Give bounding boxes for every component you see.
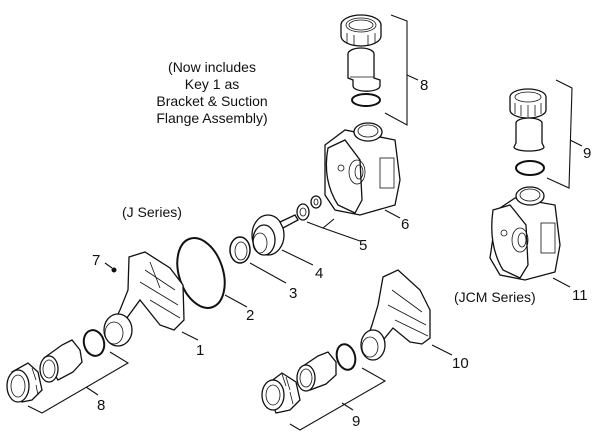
tailpiece-right	[513, 117, 545, 152]
jcm-series-label: (JCM Series)	[454, 289, 536, 305]
callout-3: 3	[289, 285, 297, 302]
callout-1: 1	[196, 342, 204, 359]
callout-9-bottom: 9	[352, 413, 360, 430]
bracket-8-top	[384, 14, 419, 126]
tailpiece-bottom-center	[296, 351, 337, 392]
callout-8-bottom: 8	[97, 397, 105, 414]
impeller-4	[251, 214, 299, 256]
callout-4: 4	[315, 265, 323, 282]
callout-5: 5	[359, 237, 367, 254]
callout-2: 2	[246, 307, 254, 324]
callout-10: 10	[452, 355, 469, 372]
kit-note-line-1: (Now includes	[168, 59, 256, 75]
o-ring-2	[176, 237, 226, 309]
o-ring-bottom-center	[335, 343, 357, 371]
union-nut-bottom-center	[261, 372, 301, 414]
kit-note-line-4: Flange Assembly)	[156, 110, 267, 126]
bracket-assembly-1	[103, 251, 185, 347]
kit-note: (Now includes Key 1 as Bracket & Suction…	[156, 59, 267, 126]
o-ring-bottom-left	[82, 329, 106, 357]
pump-housing-6	[324, 122, 401, 216]
union-nut-right	[509, 88, 547, 119]
shaft-seal-5	[296, 195, 322, 221]
j-series-label: (J Series)	[122, 204, 182, 220]
bracket-9-right	[546, 79, 583, 189]
screw-7	[111, 267, 117, 273]
pump-housing-11	[489, 186, 561, 281]
union-nut-bottom-left	[6, 362, 43, 403]
seal-ring-3	[229, 236, 251, 264]
callout-8-top: 8	[420, 77, 428, 94]
bracket-assembly-10	[360, 269, 431, 361]
kit-note-line-3: Bracket & Suction	[156, 93, 267, 109]
union-nut-top	[340, 14, 382, 47]
callout-11: 11	[572, 287, 588, 304]
kit-note-line-2: Key 1 as	[185, 76, 239, 92]
callout-6: 6	[401, 216, 409, 233]
callout-7: 7	[92, 252, 100, 269]
tailpiece-top	[347, 47, 381, 92]
o-ring-top	[351, 93, 381, 107]
o-ring-right	[515, 160, 545, 176]
tailpiece-bottom-left	[39, 339, 83, 383]
callout-9-right: 9	[583, 145, 591, 162]
